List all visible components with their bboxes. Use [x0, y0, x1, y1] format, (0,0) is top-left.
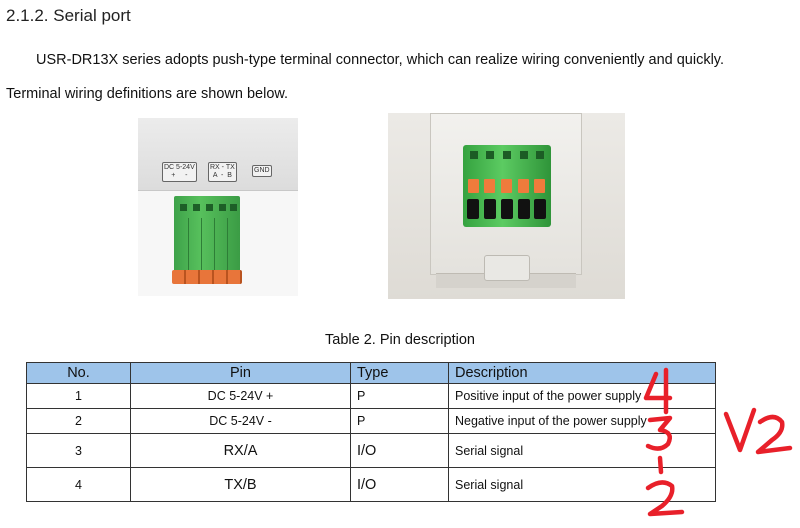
table-row: 4 TX/B I/O Serial signal [26, 467, 716, 502]
terminal-side-photo: DC 5-24V + - RX - TX A - B GND [138, 118, 298, 296]
handwritten-annotation [643, 367, 793, 517]
cell-pin: DC 5-24V + [130, 383, 351, 409]
green-terminal-block [174, 196, 240, 276]
intro-paragraph: USR-DR13X series adopts push-type termin… [36, 52, 725, 68]
din-rail-clip [484, 255, 530, 281]
green-terminal-block [463, 145, 551, 227]
cell-pin: DC 5-24V - [130, 408, 351, 434]
table-row: 2 DC 5-24V - P Negative input of the pow… [26, 408, 716, 434]
cell-no: 2 [26, 408, 131, 434]
table-header-row: No. Pin Type Description [26, 362, 716, 384]
cell-no: 1 [26, 383, 131, 409]
cell-type: P [350, 408, 449, 434]
handwritten-digit-2 [645, 480, 685, 517]
cell-pin: RX/A [130, 433, 351, 468]
header-no: No. [26, 362, 131, 384]
handwritten-digit-3 [645, 415, 673, 451]
cell-pin: TX/B [130, 467, 351, 502]
header-type: Type [350, 362, 449, 384]
ground-terminal-label: GND [252, 165, 272, 177]
header-description: Description [448, 362, 716, 384]
cell-description: Positive input of the power supply [448, 383, 716, 409]
cell-no: 4 [26, 467, 131, 502]
orange-release-buttons [172, 270, 242, 284]
handwritten-digit-1 [657, 455, 664, 475]
cell-no: 3 [26, 433, 131, 468]
terminal-front-photo [388, 113, 625, 299]
table-caption: Table 2. Pin description [325, 332, 475, 348]
header-pin: Pin [130, 362, 351, 384]
wiring-paragraph: Terminal wiring definitions are shown be… [6, 86, 289, 102]
power-terminal-label: DC 5-24V + - [162, 162, 197, 182]
handwritten-digit-2-version [755, 414, 793, 455]
cell-type: I/O [350, 433, 449, 468]
section-heading: 2.1.2. Serial port [6, 6, 131, 25]
table-row: 3 RX/A I/O Serial signal [26, 433, 716, 468]
cell-type: I/O [350, 467, 449, 502]
cell-type: P [350, 383, 449, 409]
handwritten-digit-4 [643, 367, 673, 415]
pin-description-table: No. Pin Type Description 1 DC 5-24V + P … [26, 362, 716, 502]
serial-terminal-label: RX - TX A - B [208, 162, 237, 182]
handwritten-letter-v [723, 407, 757, 453]
table-row: 1 DC 5-24V + P Positive input of the pow… [26, 383, 716, 409]
